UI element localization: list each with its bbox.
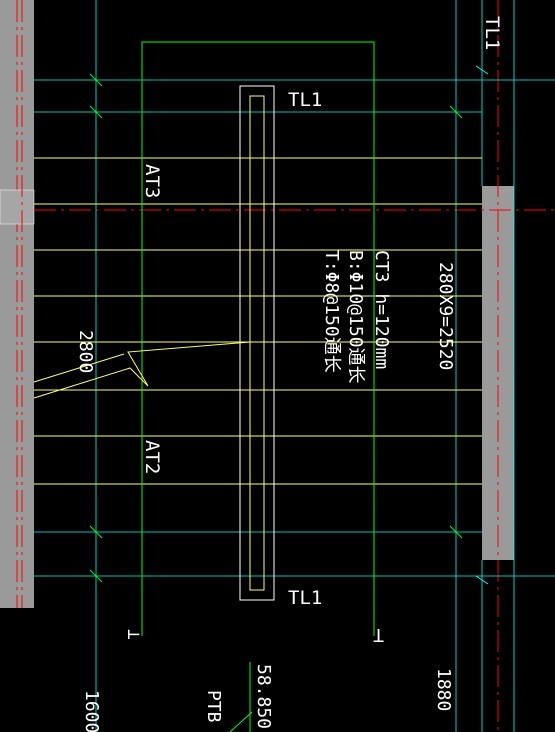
break-line bbox=[33, 341, 251, 399]
lower-guides bbox=[229, 662, 253, 732]
right-wall bbox=[482, 0, 514, 732]
corner-ticks bbox=[475, 65, 489, 585]
stair-beam bbox=[239, 85, 275, 601]
beam-label-top: TL1 bbox=[288, 89, 322, 111]
left-wall bbox=[0, 0, 35, 608]
dimension-ticks bbox=[89, 73, 463, 583]
stair-width-dimension: 2800 bbox=[75, 330, 96, 373]
section-mark-right: T bbox=[373, 624, 384, 645]
stair-treads bbox=[34, 157, 482, 485]
left-bottom-dimension: 1600 bbox=[81, 690, 102, 732]
beam-label-corner: TL1 bbox=[481, 16, 503, 50]
slab-note-line2: B:Φ10@150通长 bbox=[345, 250, 366, 384]
elevation-label: 58.850 bbox=[253, 664, 274, 729]
ptb-label: PTB bbox=[203, 690, 224, 723]
grid-lines bbox=[34, 0, 555, 732]
slab-outline bbox=[141, 41, 375, 636]
slab-note-dimension: 280X9=2520 bbox=[435, 262, 456, 370]
section-mark-left: ⊥ bbox=[123, 629, 144, 640]
slab-note-line1: CT3 h=120mm bbox=[371, 250, 392, 369]
flight-label-upper: AT3 bbox=[141, 164, 163, 198]
flight-label-lower: AT2 bbox=[141, 440, 163, 474]
beam-label-bottom: TL1 bbox=[288, 587, 322, 609]
slab-note-line3: T:Φ8@150通长 bbox=[321, 250, 342, 373]
right-bottom-dimension: 1880 bbox=[433, 668, 454, 711]
